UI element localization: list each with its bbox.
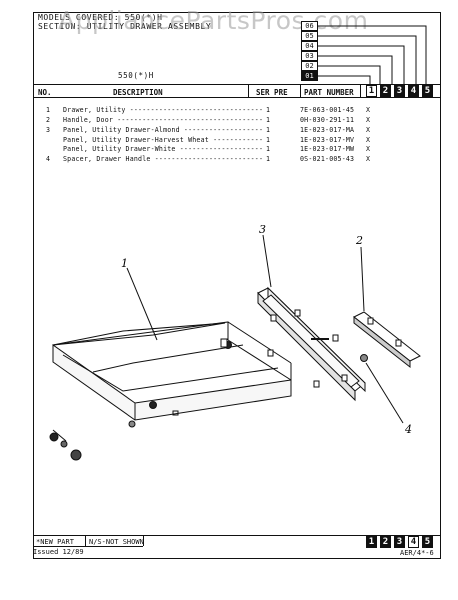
part-row-part-number: 0S-021-005-43 [300, 155, 355, 163]
part-row-qty: 1 [266, 136, 271, 144]
handle-part [353, 311, 421, 369]
part-row-leader: ---------------------------------------- [63, 116, 263, 124]
part-row-qty: 1 [266, 155, 271, 163]
leader-line-1 [126, 267, 158, 341]
part-row-description: Panel, Utility Drawer-White [63, 145, 176, 153]
revision-box: 05 [301, 31, 318, 41]
revision-box: 02 [301, 61, 318, 71]
rule-footer [33, 535, 441, 536]
part-row-no: 3 [46, 126, 51, 134]
part-row-description: Panel, Utility Drawer-Almond [63, 126, 180, 134]
drawer-part [52, 321, 292, 428]
model-code: 550(*)H [118, 71, 154, 80]
footer-page-box-2: 2 [380, 536, 391, 548]
part-row-part-number: 1E-023-017-MV [300, 136, 355, 144]
col-no: NO. [38, 88, 52, 97]
part-row-description: Spacer, Drawer Handle [63, 155, 151, 163]
page-box-5: 5 [422, 85, 433, 97]
revision-box: 03 [301, 51, 318, 61]
col-divider [360, 84, 361, 97]
part-row-description: Panel, Utility Drawer-Harvest Wheat [63, 136, 209, 144]
part-row-qty: 1 [266, 126, 271, 134]
part-row-leader: ---------------------------------------- [183, 126, 263, 134]
leader-line-3 [262, 234, 272, 288]
part-row-part-number: 1E-023-017-MA [300, 126, 355, 134]
part-row-leader: ---------------------------------------- [129, 106, 263, 114]
leader-line-4 [365, 362, 404, 424]
part-row-mark: X [366, 136, 371, 144]
part-row-mark: X [366, 106, 371, 114]
part-row-mark: X [366, 116, 371, 124]
part-row-leader: ---------------------------------------- [213, 136, 263, 144]
page-box-4: 4 [408, 85, 419, 97]
footer-divider [143, 535, 144, 546]
part-row-no: 2 [46, 116, 51, 124]
page-box-2: 2 [380, 85, 391, 97]
fasteners [49, 429, 82, 461]
panel-part [257, 286, 366, 402]
footer-page-box-4: 4 [408, 536, 419, 548]
callout-2: 2 [355, 234, 363, 247]
revision-stack: 06 05 04 03 02 01 [301, 21, 318, 84]
page-box-1: 1 [366, 85, 377, 97]
revision-box: 06 [301, 21, 318, 31]
callout-3: 3 [259, 223, 266, 236]
part-row-leader: ---------------------------------------- [179, 145, 263, 153]
callout-1: 1 [121, 257, 128, 270]
footer-page-box-3: 3 [394, 536, 405, 548]
revision-leader-lines [318, 25, 427, 84]
part-row-part-number: 0H-030-291-11 [300, 116, 355, 124]
part-row-no: 4 [46, 155, 51, 163]
exploded-diagram: 1 3 2 4 [49, 223, 421, 461]
part-row-description: Drawer, Utility [63, 106, 126, 114]
issued-date: Issued 12/89 [33, 548, 84, 556]
part-row-no: 1 [46, 106, 51, 114]
footer-page-box-5: 5 [422, 536, 433, 548]
part-row-qty: 1 [266, 116, 271, 124]
part-row-qty: 1 [266, 145, 271, 153]
page-reference: AER/4*-6 [400, 549, 434, 557]
part-row-description: Handle, Door [63, 116, 114, 124]
part-row-qty: 1 [266, 106, 271, 114]
rule-header-bottom [33, 97, 441, 98]
col-ser-pre: SER PRE [256, 88, 288, 97]
not-shown-legend: N/S-NOT SHOWN [89, 538, 144, 546]
col-divider [300, 84, 301, 97]
part-row-mark: X [366, 126, 371, 134]
col-divider [248, 84, 249, 97]
new-part-legend: *NEW PART [36, 538, 74, 546]
page-frame [33, 12, 441, 559]
leader-line-2 [360, 246, 365, 312]
part-row-leader: ---------------------------------------- [154, 155, 263, 163]
part-row-part-number: 1E-023-017-MW [300, 145, 355, 153]
revision-box: 04 [301, 41, 318, 51]
part-row-mark: X [366, 145, 371, 153]
part-row-mark: X [366, 155, 371, 163]
section-title: SECTION: UTILITY DRAWER ASSEMBLY [38, 22, 212, 31]
part-row-part-number: 7E-063-001-45 [300, 106, 355, 114]
callout-4: 4 [404, 423, 412, 436]
page-box-3: 3 [394, 85, 405, 97]
footer-divider [85, 535, 86, 546]
rule-top [33, 84, 441, 85]
models-covered: MODELS COVERED: 550(*)H [38, 13, 163, 22]
revision-box-current: 01 [301, 71, 318, 81]
footer-page-box-1: 1 [366, 536, 377, 548]
footer-legend-rule [33, 546, 143, 547]
col-part-number: PART NUMBER [304, 88, 354, 97]
col-description: DESCRIPTION [113, 88, 163, 97]
